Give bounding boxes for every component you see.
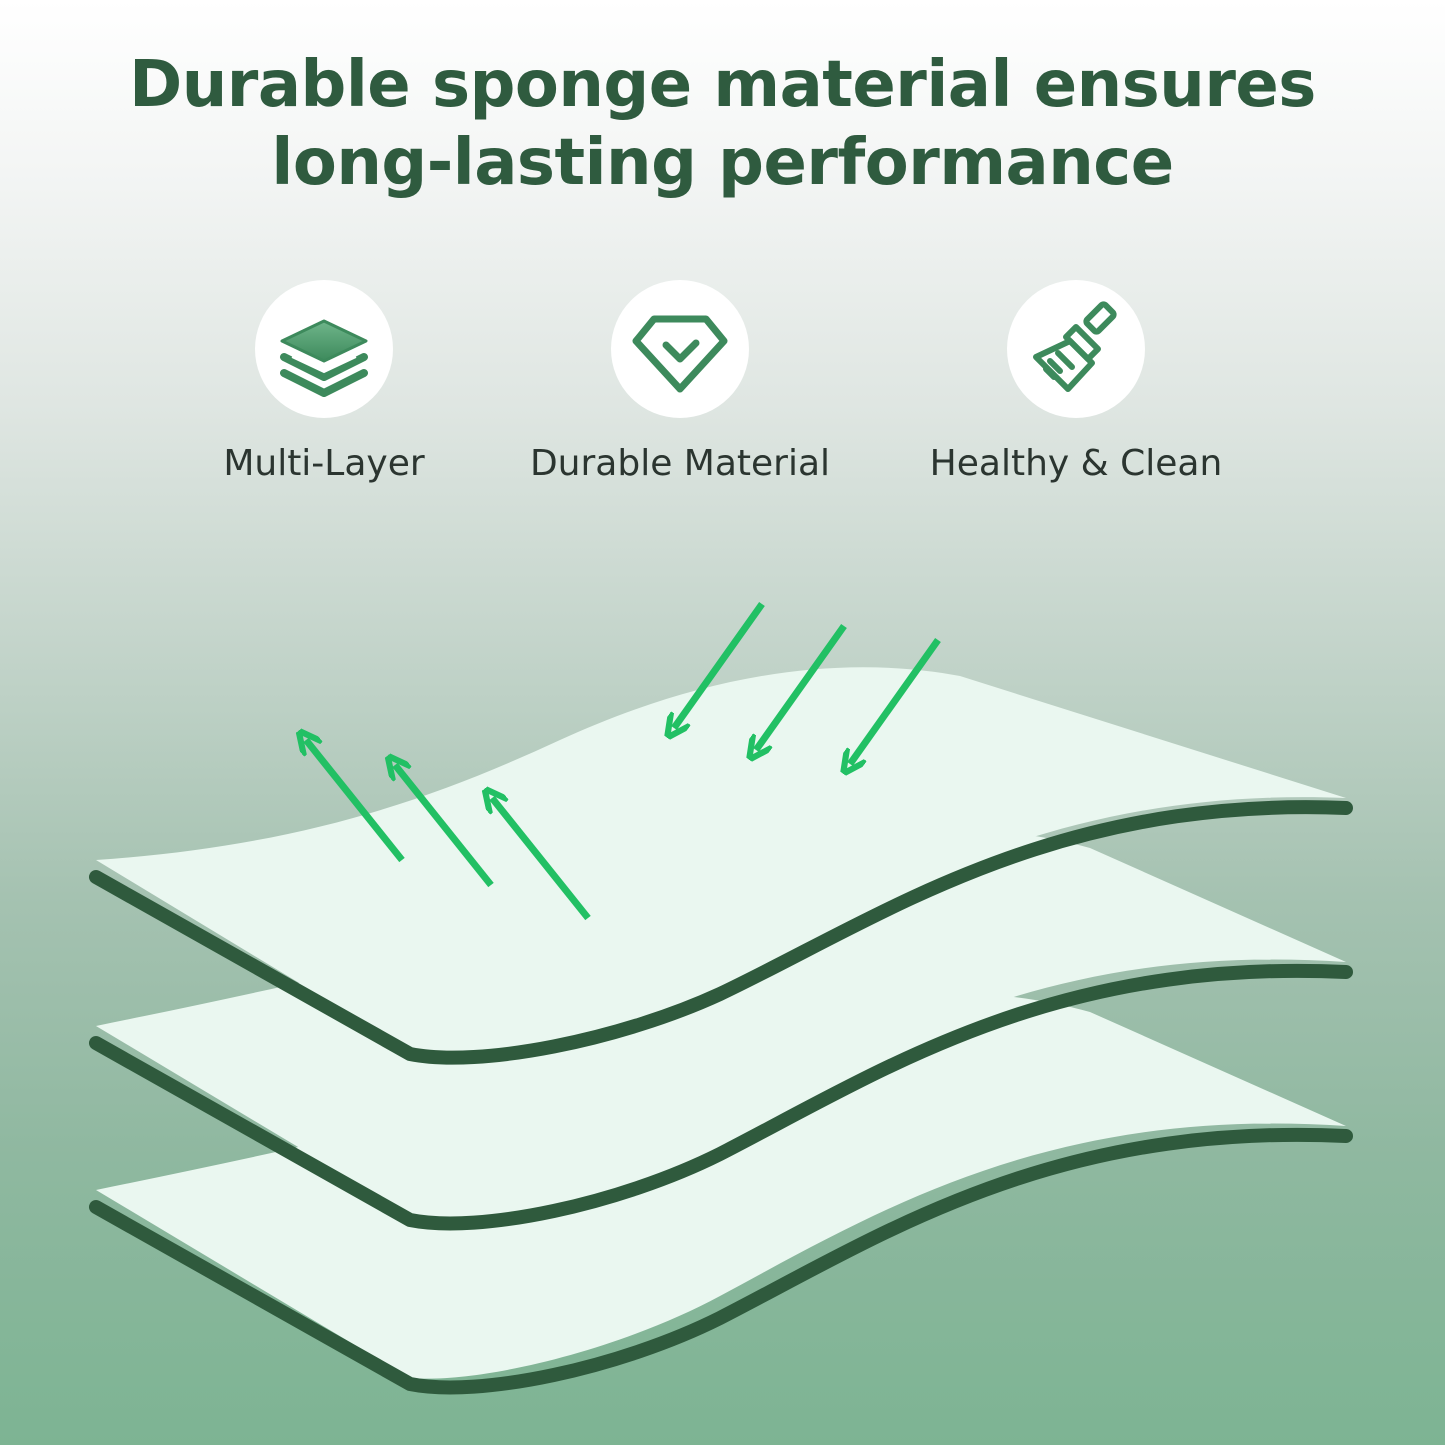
feature-durable-material: Durable Material <box>500 280 860 486</box>
headline-line-1: Durable sponge material ensures <box>129 48 1316 122</box>
sponge-layer-top <box>89 667 1353 1065</box>
arrow-out-3 <box>492 798 591 921</box>
headline: Durable sponge material ensures long-las… <box>0 46 1445 202</box>
headline-line-2: long-lasting performance <box>271 126 1174 200</box>
arrow-out-2 <box>395 765 494 888</box>
feature-label: Durable Material <box>529 443 831 484</box>
arrow-out-1 <box>306 740 405 863</box>
diamond-check-icon <box>632 315 728 393</box>
arrow-in-2 <box>756 623 847 750</box>
sponge-layer-bottom <box>89 992 1353 1395</box>
feature-label: Multi-Layer <box>223 443 425 484</box>
sponge-layers-illustration <box>89 601 1353 1395</box>
stacked-layers-icon <box>280 319 368 397</box>
feature-multi-layer: Multi-Layer <box>144 280 504 486</box>
feature-icon-circle <box>1007 280 1145 418</box>
arrow-in-3 <box>850 637 941 764</box>
feature-icon-circle <box>611 280 749 418</box>
arrow-in-1 <box>674 601 765 728</box>
feature-label: Healthy & Clean <box>929 443 1223 484</box>
sponge-layer-middle <box>89 828 1353 1231</box>
paint-brush-icon <box>1033 301 1117 392</box>
feature-icon-circle <box>255 280 393 418</box>
feature-healthy-clean: Healthy & Clean <box>896 280 1256 486</box>
